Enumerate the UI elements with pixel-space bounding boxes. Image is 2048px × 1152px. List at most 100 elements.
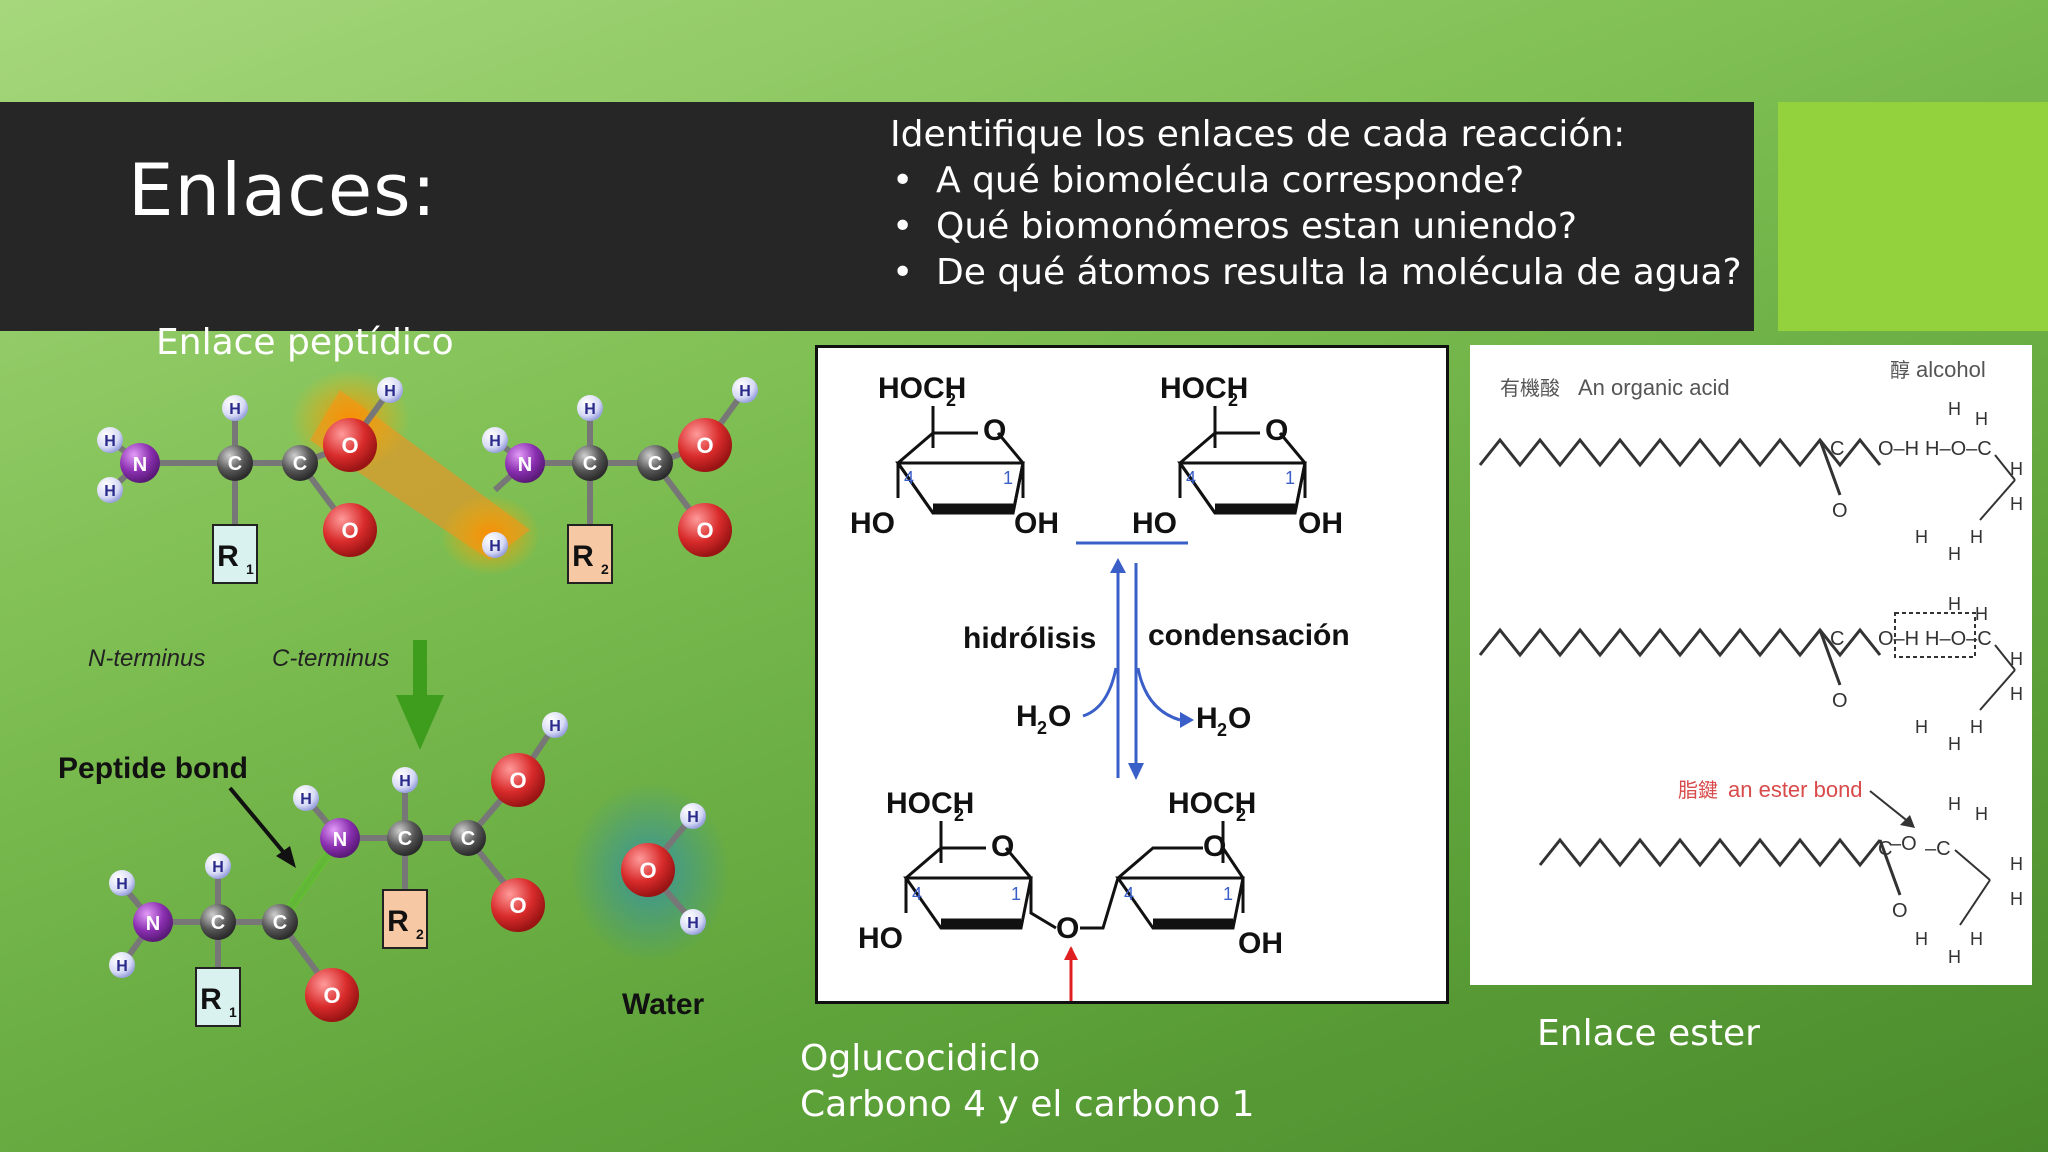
svg-text:HO: HO	[858, 922, 903, 955]
svg-text:N: N	[518, 454, 532, 476]
nitrogen-atom	[120, 443, 160, 483]
svg-text:H: H	[2010, 684, 2023, 704]
svg-text:C: C	[273, 912, 287, 934]
svg-text:O: O	[509, 893, 526, 918]
svg-text:H: H	[1948, 794, 1961, 814]
svg-text:R: R	[200, 983, 222, 1016]
svg-text:H: H	[300, 791, 312, 808]
ring-outline	[897, 431, 978, 465]
svg-text:1: 1	[1223, 884, 1233, 904]
glucose-ring	[1115, 876, 1245, 930]
oxygen-atom	[491, 878, 545, 932]
water-removal-box	[1894, 612, 1976, 658]
svg-text:2: 2	[1228, 390, 1238, 410]
svg-text:1: 1	[246, 561, 254, 577]
carbon-atom	[217, 445, 253, 481]
water-label: Water	[622, 988, 705, 1021]
svg-text:O: O	[1832, 690, 1848, 712]
svg-text:alcohol: alcohol	[1916, 357, 1986, 382]
svg-text:HO: HO	[850, 507, 895, 540]
svg-text:OH: OH	[1298, 507, 1343, 540]
svg-text:O–H: O–H	[1878, 628, 1919, 650]
oxygen-atom	[323, 503, 377, 557]
svg-text:H: H	[2010, 854, 2023, 874]
glycosidic-bond-diagram: HOCH 2 O 4 1 HO OH HOCH 2 O 4 1	[850, 372, 1350, 1001]
svg-text:O: O	[341, 433, 358, 458]
svg-text:C: C	[461, 828, 475, 850]
ester-panel: 有機酸 An organic acid 醇 alcohol O C O–H H–…	[1470, 345, 2032, 985]
svg-text:4: 4	[912, 884, 922, 904]
r2-group	[567, 524, 613, 584]
nitrogen-atom	[320, 818, 360, 858]
svg-text:C: C	[1830, 628, 1844, 650]
svg-text:O: O	[323, 983, 340, 1008]
hydrogen-atom	[109, 952, 135, 978]
svg-text:1: 1	[1285, 468, 1295, 488]
svg-text:OH: OH	[1238, 927, 1283, 960]
question-item: De qué átomos resulta la molécula de agu…	[892, 250, 1742, 296]
svg-text:1: 1	[1003, 468, 1013, 488]
svg-text:O: O	[696, 433, 713, 458]
carbon-atom	[572, 445, 608, 481]
svg-text:H: H	[1196, 702, 1218, 735]
svg-text:2: 2	[1037, 718, 1047, 738]
svg-text:An organic acid: An organic acid	[1578, 375, 1730, 400]
svg-text:R: R	[217, 540, 239, 573]
svg-text:H: H	[1948, 734, 1961, 754]
svg-text:HOCH: HOCH	[1160, 372, 1248, 405]
svg-text:C: C	[583, 453, 597, 475]
svg-text:H: H	[1970, 527, 1983, 547]
svg-text:C: C	[211, 912, 225, 934]
glycosidic-panel: HOCH 2 O 4 1 HO OH HOCH 2 O 4 1	[815, 345, 1449, 1004]
carbon-atom	[450, 820, 486, 856]
svg-text:2: 2	[601, 561, 609, 577]
svg-text:H–O–C: H–O–C	[1925, 628, 1992, 650]
glucose-ring	[1177, 461, 1307, 515]
hydrolysis-label: hidrólisis	[963, 622, 1096, 655]
svg-text:O: O	[1203, 830, 1226, 863]
svg-text:H: H	[104, 483, 116, 500]
svg-text:2: 2	[416, 926, 424, 942]
svg-text:O: O	[1832, 500, 1848, 522]
svg-text:R: R	[387, 905, 409, 938]
oxygen-atom	[305, 968, 359, 1022]
svg-text:H: H	[687, 915, 699, 932]
ester-bond-diagram: 有機酸 An organic acid 醇 alcohol O C O–H H–…	[1478, 357, 2023, 967]
svg-text:O: O	[509, 768, 526, 793]
hydrogen-atom	[577, 395, 603, 421]
glycosidic-oxygen: O	[1056, 912, 1079, 945]
svg-text:H: H	[1915, 717, 1928, 737]
svg-text:H: H	[549, 718, 561, 735]
svg-text:H: H	[2010, 459, 2023, 479]
svg-text:H: H	[687, 809, 699, 826]
svg-text:4: 4	[904, 468, 914, 488]
svg-text:O–H: O–H	[1878, 438, 1919, 460]
svg-text:H: H	[1975, 604, 1988, 624]
svg-text:H: H	[399, 773, 411, 790]
svg-text:有機酸: 有機酸	[1500, 377, 1560, 400]
svg-text:C: C	[1878, 838, 1892, 860]
svg-text:C: C	[648, 453, 662, 475]
ester-bond-label: an ester bond	[1728, 777, 1863, 802]
svg-text:脂鍵: 脂鍵	[1678, 779, 1718, 802]
questions-list: A qué biomolécula corresponde? Qué biomo…	[890, 158, 1742, 296]
svg-text:H: H	[1948, 947, 1961, 967]
svg-text:H: H	[2010, 649, 2023, 669]
fatty-acid-chain	[1538, 837, 1882, 868]
svg-text:2: 2	[1217, 720, 1227, 740]
hydrogen-atom	[542, 712, 568, 738]
question-item: Qué biomonómeros estan uniendo?	[892, 204, 1742, 250]
oxygen-atom	[323, 418, 377, 472]
svg-text:4: 4	[1124, 884, 1134, 904]
svg-text:H: H	[584, 401, 596, 418]
svg-text:H: H	[1975, 804, 1988, 824]
svg-text:OH: OH	[1014, 507, 1059, 540]
slide-title: Enlaces:	[128, 148, 437, 232]
questions-heading: Identifique los enlaces de cada reacción…	[890, 114, 1626, 155]
carbon-atom	[200, 904, 236, 940]
svg-text:H: H	[1948, 399, 1961, 419]
oxygen-atom	[621, 843, 675, 897]
svg-text:O: O	[1892, 900, 1908, 922]
svg-text:H: H	[1016, 700, 1038, 733]
hydrogen-atom	[680, 909, 706, 935]
